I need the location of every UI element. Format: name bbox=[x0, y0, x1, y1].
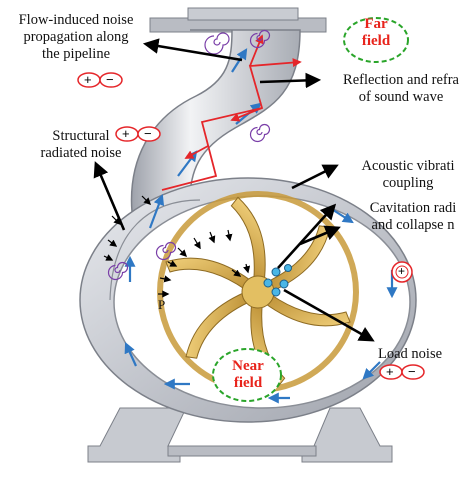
cavitation-line-2: and collapse n bbox=[371, 217, 455, 233]
minus-sign-structural: − bbox=[144, 126, 152, 141]
near-field-line-1: Near bbox=[232, 358, 264, 374]
far-field-line-1: Far bbox=[364, 16, 388, 32]
flow-noise-line-3: the pipeline bbox=[41, 46, 111, 62]
near-field-label: Near field bbox=[218, 358, 278, 392]
sound-wave-swirls bbox=[107, 29, 271, 281]
reflection-line-2: of sound wave bbox=[358, 89, 444, 105]
reflection-line-1: Reflection and refra bbox=[343, 72, 459, 88]
reflection-label: Reflection and refra of sound wave bbox=[328, 72, 474, 106]
acoustic-line-2: coupling bbox=[382, 175, 434, 191]
pressure-arrows bbox=[103, 195, 251, 298]
acoustic-line-1: Acoustic vibrati bbox=[361, 158, 455, 174]
dipole-symbol-structural bbox=[115, 126, 161, 142]
minus-sign-load: − bbox=[408, 364, 416, 379]
plus-sign-load: + bbox=[386, 364, 394, 379]
far-field-ellipse bbox=[343, 17, 409, 63]
acoustic-coupling-label: Acoustic vibrati coupling bbox=[342, 158, 474, 192]
plus-sign-structural: + bbox=[122, 126, 130, 141]
dipole-symbol-load bbox=[379, 364, 425, 380]
cavitation-line-1: Cavitation radi bbox=[369, 200, 457, 216]
structural-line-2: radiated noise bbox=[40, 145, 122, 161]
dipole-symbol-pipeline bbox=[77, 72, 123, 88]
flow-noise-line-1: Flow-induced noise bbox=[18, 12, 134, 28]
cavitation-label: Cavitation radi and collapse n bbox=[352, 200, 474, 234]
pressure-p-label: P bbox=[158, 297, 166, 312]
structural-noise-label: Structural radiated noise bbox=[26, 128, 136, 162]
near-field-ellipse bbox=[212, 348, 282, 402]
flow-induced-noise-label: Flow-induced noise propagation along the… bbox=[0, 12, 152, 63]
load-noise-label: Load noise bbox=[378, 346, 443, 362]
cavitation-bubbles bbox=[263, 264, 292, 297]
flow-noise-line-2: propagation along bbox=[23, 29, 129, 45]
structural-line-1: Structural bbox=[52, 128, 110, 144]
monopole-symbol-cavitation bbox=[391, 261, 413, 283]
near-field-line-2: field bbox=[233, 375, 263, 391]
callout-arrows bbox=[93, 38, 375, 342]
minus-sign-pipeline: − bbox=[106, 72, 114, 87]
impeller bbox=[157, 191, 359, 393]
pump-base bbox=[87, 407, 393, 463]
plus-sign-pipeline: + bbox=[84, 72, 92, 87]
far-field-line-2: field bbox=[361, 33, 391, 49]
plus-sign-cavitation: + bbox=[398, 264, 406, 278]
pipe-flange bbox=[149, 7, 327, 33]
far-field-label: Far field bbox=[346, 16, 406, 50]
